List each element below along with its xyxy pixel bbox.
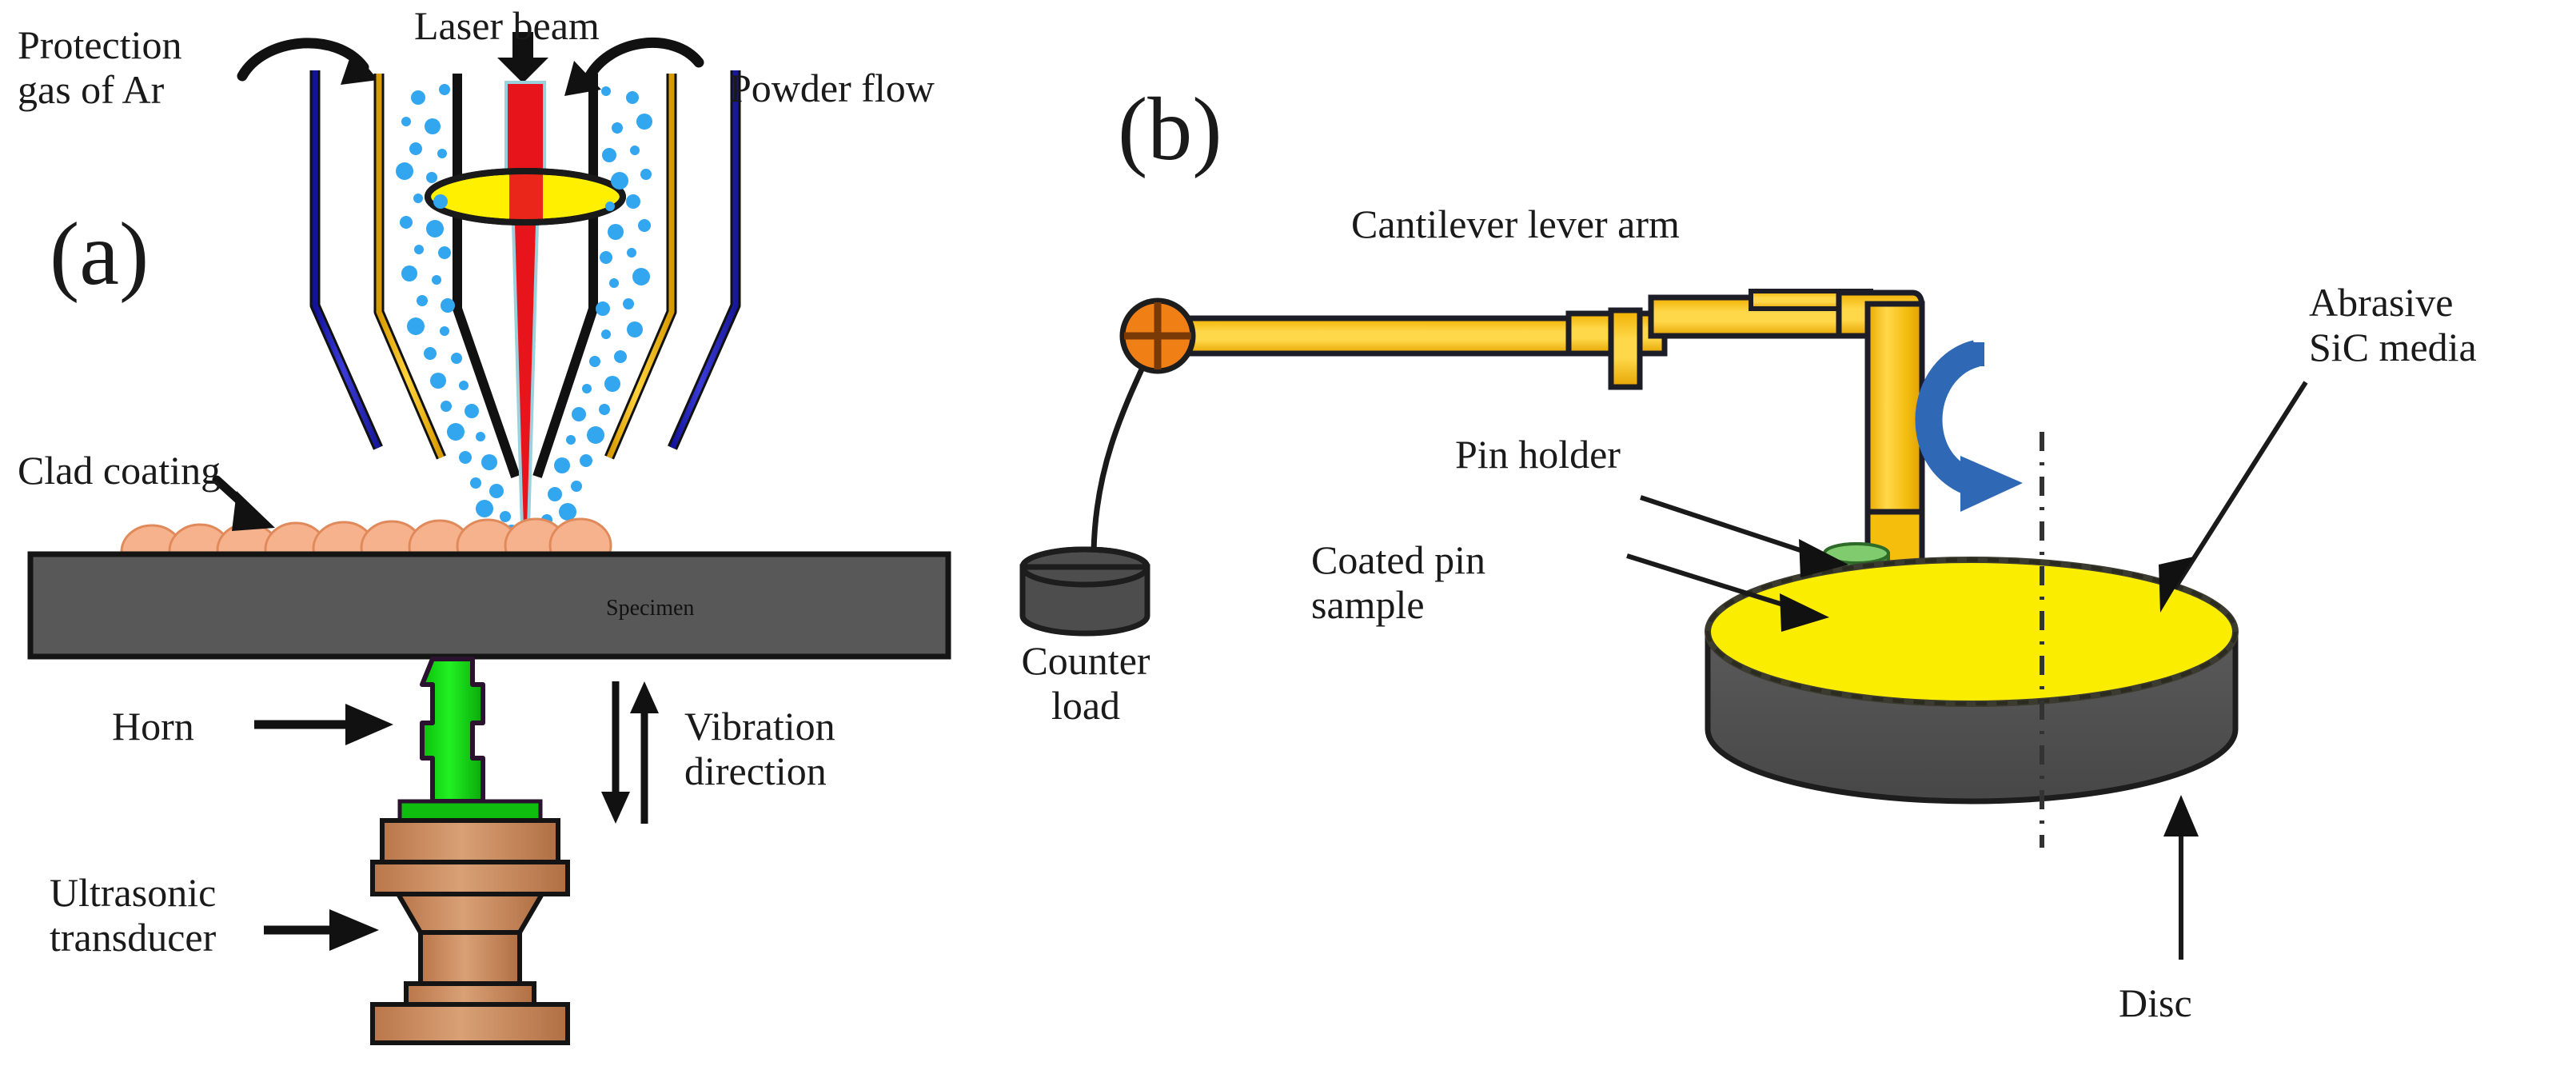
horn: [397, 657, 543, 823]
label-laser-beam: Laser beam: [414, 3, 600, 48]
laser-beam-arrow: [497, 32, 548, 83]
ultrasonic-transducer-pointer: [264, 909, 379, 951]
arm-pivot: [1119, 297, 1196, 374]
ultrasonic-transducer: [370, 818, 570, 1045]
label-coated-pin-sample: Coated pin sample: [1311, 537, 1486, 627]
counter-load-wire: [1091, 342, 1157, 553]
label-pin-holder: Pin holder: [1455, 432, 1621, 477]
disc-pointer: [2163, 795, 2199, 960]
panel-b-group: [1019, 289, 2308, 960]
specimen-block: [27, 551, 951, 660]
shield-gas-tube-left: [309, 70, 383, 450]
counter-load-weight: [1019, 546, 1150, 637]
label-clad-coating: Clad coating: [18, 448, 221, 493]
label-vibration-direction: Vibration direction: [684, 704, 835, 793]
panel-letter-b: (b): [1118, 80, 1222, 179]
nozzle-wall-right: [532, 74, 598, 478]
label-abrasive-sic-media: Abrasive SiC media: [2309, 280, 2477, 369]
label-horn: Horn: [112, 704, 194, 749]
shield-gas-tube-right: [668, 70, 741, 450]
label-specimen: Specimen: [606, 596, 695, 621]
pin-holder-pointer: [1640, 495, 1848, 577]
clad-coating-pointer: [212, 475, 275, 531]
label-cantilever-lever-arm: Cantilever lever arm: [1351, 202, 1680, 246]
label-powder-flow: Powder flow: [729, 66, 935, 110]
powder-flow-arrow: [564, 37, 704, 96]
label-counter-load: Counter load: [1021, 638, 1150, 728]
focusing-lens: [425, 168, 626, 226]
powder-particles-right: [541, 86, 652, 525]
label-disc: Disc: [2119, 980, 2192, 1025]
coated-pin-pointer: [1626, 553, 1829, 632]
disc: [1705, 557, 2239, 804]
powder-tube-left: [373, 74, 446, 460]
nozzle-wall-left: [453, 74, 520, 478]
powder-particles-left: [396, 84, 511, 522]
cantilever-arm-vertical: [1864, 301, 1925, 582]
label-ultrasonic-transducer: Ultrasonic transducer: [50, 870, 217, 960]
label-protection-gas: Protection gas of Ar: [18, 22, 182, 112]
horn-pointer: [254, 704, 393, 745]
panel-letter-a: (a): [50, 205, 150, 304]
powder-tube-right: [604, 74, 677, 460]
cantilever-arm-horizontal: [1156, 289, 1894, 390]
rotation-arrow: [1915, 340, 2023, 512]
vibration-direction-arrows: [601, 681, 659, 824]
abrasive-media-pointer: [2159, 381, 2308, 613]
protection-gas-arrow: [237, 38, 378, 85]
panel-a-group: [27, 32, 951, 1045]
